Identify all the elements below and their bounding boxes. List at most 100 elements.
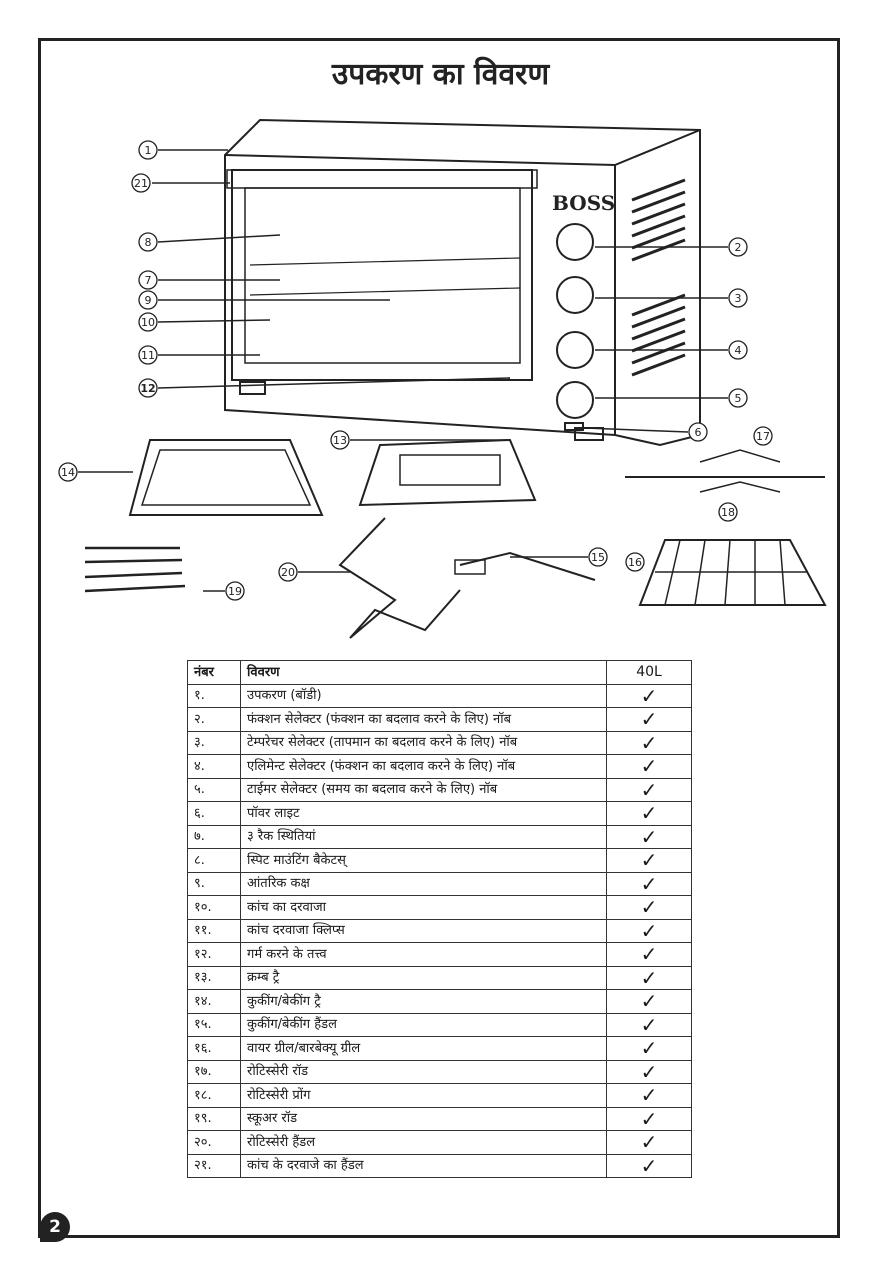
row-number: ९. [187, 871, 241, 896]
callout-1: 1 [138, 140, 158, 160]
row-number: ३. [187, 730, 241, 755]
table-row: २०.रोटिस्सेरी हैंडल✓ [187, 1130, 692, 1155]
callout-14: 14 [58, 462, 78, 482]
row-number: १. [187, 683, 241, 708]
check-mark: ✓ [606, 1106, 692, 1131]
row-number: २०. [187, 1130, 241, 1155]
oven-body [224, 118, 701, 447]
callout-8: 8 [138, 232, 158, 252]
check-mark: ✓ [606, 824, 692, 849]
check-mark: ✓ [606, 730, 692, 755]
callout-3: 3 [728, 288, 748, 308]
callout-5: 5 [728, 388, 748, 408]
page-number: 2 [40, 1212, 70, 1242]
row-number: ८. [187, 848, 241, 873]
check-mark: ✓ [606, 848, 692, 873]
check-mark: ✓ [606, 965, 692, 990]
row-number: १८. [187, 1083, 241, 1108]
row-number: १६. [187, 1036, 241, 1061]
callout-2: 2 [728, 237, 748, 257]
check-mark: ✓ [606, 918, 692, 943]
table-row: १२.गर्म करने के तत्त्व✓ [187, 942, 692, 967]
appliance-diagram: BOSS 1 21 8 7 9 10 11 12 2 3 4 5 6 13 17… [58, 118, 827, 639]
callout-16: 16 [625, 552, 645, 572]
row-description: पॉवर लाइट [240, 801, 607, 826]
row-description: कुकींग/बेकींग ट्रै [240, 989, 607, 1014]
check-mark: ✓ [606, 777, 692, 802]
table-row: १३.क्रम्ब ट्रै✓ [187, 965, 692, 990]
row-number: ६. [187, 801, 241, 826]
page-title: उपकरण का विवरण [331, 57, 550, 92]
check-mark: ✓ [606, 1083, 692, 1108]
callout-10: 10 [138, 312, 158, 332]
svg-text:2: 2 [735, 241, 742, 254]
brand-logo: BOSS [552, 191, 615, 215]
svg-text:8: 8 [145, 236, 152, 249]
row-number: १७. [187, 1059, 241, 1084]
row-number: ४. [187, 754, 241, 779]
row-description: रोटिस्सेरी हैंडल [240, 1130, 607, 1155]
svg-text:5: 5 [735, 392, 742, 405]
table-row: १८.रोटिस्सेरी प्रोंग✓ [187, 1083, 692, 1108]
header-description: विवरण [240, 660, 607, 685]
element-knob [556, 331, 594, 369]
callout-6: 6 [688, 422, 708, 442]
table-row: १४.कुकींग/बेकींग ट्रै✓ [187, 989, 692, 1014]
table-row: १९.स्कूअर रॉड✓ [187, 1106, 692, 1131]
check-mark: ✓ [606, 1059, 692, 1084]
callout-7: 7 [138, 270, 158, 290]
table-row: ९.आंतरिक कक्ष✓ [187, 871, 692, 896]
door-handle [226, 169, 538, 189]
svg-text:6: 6 [695, 426, 702, 439]
svg-text:11: 11 [141, 349, 155, 362]
svg-text:9: 9 [145, 294, 152, 307]
table-row: ४.एलिमेन्ट सेलेक्टर (फंक्शन का बदलाव करन… [187, 754, 692, 779]
row-number: ११. [187, 918, 241, 943]
row-number: १२. [187, 942, 241, 967]
svg-text:19: 19 [228, 585, 242, 598]
row-description: रोटिस्सेरी रॉड [240, 1059, 607, 1084]
callout-11: 11 [138, 345, 158, 365]
row-number: १९. [187, 1106, 241, 1131]
function-knob [556, 223, 594, 261]
check-mark: ✓ [606, 942, 692, 967]
table-row: ८.स्पिट माउंटिंग बैकेटस्✓ [187, 848, 692, 873]
header-capacity: 40L [606, 660, 692, 685]
table-header-row: नंबर विवरण 40L [187, 660, 692, 685]
row-description: कांच दरवाजा क्लिप्स [240, 918, 607, 943]
callout-20: 20 [278, 562, 298, 582]
svg-text:16: 16 [628, 556, 642, 569]
callout-12: 12 [138, 378, 158, 398]
svg-text:21: 21 [134, 177, 148, 190]
check-mark: ✓ [606, 683, 692, 708]
svg-text:4: 4 [735, 344, 742, 357]
row-description: कांच का दरवाजा [240, 895, 607, 920]
row-description: एलिमेन्ट सेलेक्टर (फंक्शन का बदलाव करने … [240, 754, 607, 779]
table-row: ७.३ रैक स्थितियां✓ [187, 824, 692, 849]
power-light [564, 422, 584, 431]
check-mark: ✓ [606, 707, 692, 732]
svg-text:14: 14 [61, 466, 75, 479]
svg-text:15: 15 [591, 551, 605, 564]
check-mark: ✓ [606, 895, 692, 920]
callout-9: 9 [138, 290, 158, 310]
row-description: स्पिट माउंटिंग बैकेटस् [240, 848, 607, 873]
svg-text:12: 12 [140, 382, 155, 395]
oven-window [244, 187, 521, 364]
page-border [38, 38, 840, 1238]
row-description: फंक्शन सेलेक्टर (फंक्शन का बदलाव करने के… [240, 707, 607, 732]
table-row: ६.पॉवर लाइट✓ [187, 801, 692, 826]
table-row: २.फंक्शन सेलेक्टर (फंक्शन का बदलाव करने … [187, 707, 692, 732]
row-number: १०. [187, 895, 241, 920]
svg-text:13: 13 [333, 434, 347, 447]
callout-4: 4 [728, 340, 748, 360]
check-mark: ✓ [606, 989, 692, 1014]
callout-21: 21 [131, 173, 151, 193]
row-number: २१. [187, 1153, 241, 1178]
parts-table: नंबर विवरण 40L १.उपकरण (बॉडी)✓२.फंक्शन स… [187, 660, 692, 1178]
row-description: गर्म करने के तत्त्व [240, 942, 607, 967]
row-description: वायर ग्रील/बारबेक्यू ग्रील [240, 1036, 607, 1061]
table-row: १६.वायर ग्रील/बारबेक्यू ग्रील✓ [187, 1036, 692, 1061]
rotisserie-handle [338, 517, 461, 639]
callout-13: 13 [330, 430, 350, 450]
